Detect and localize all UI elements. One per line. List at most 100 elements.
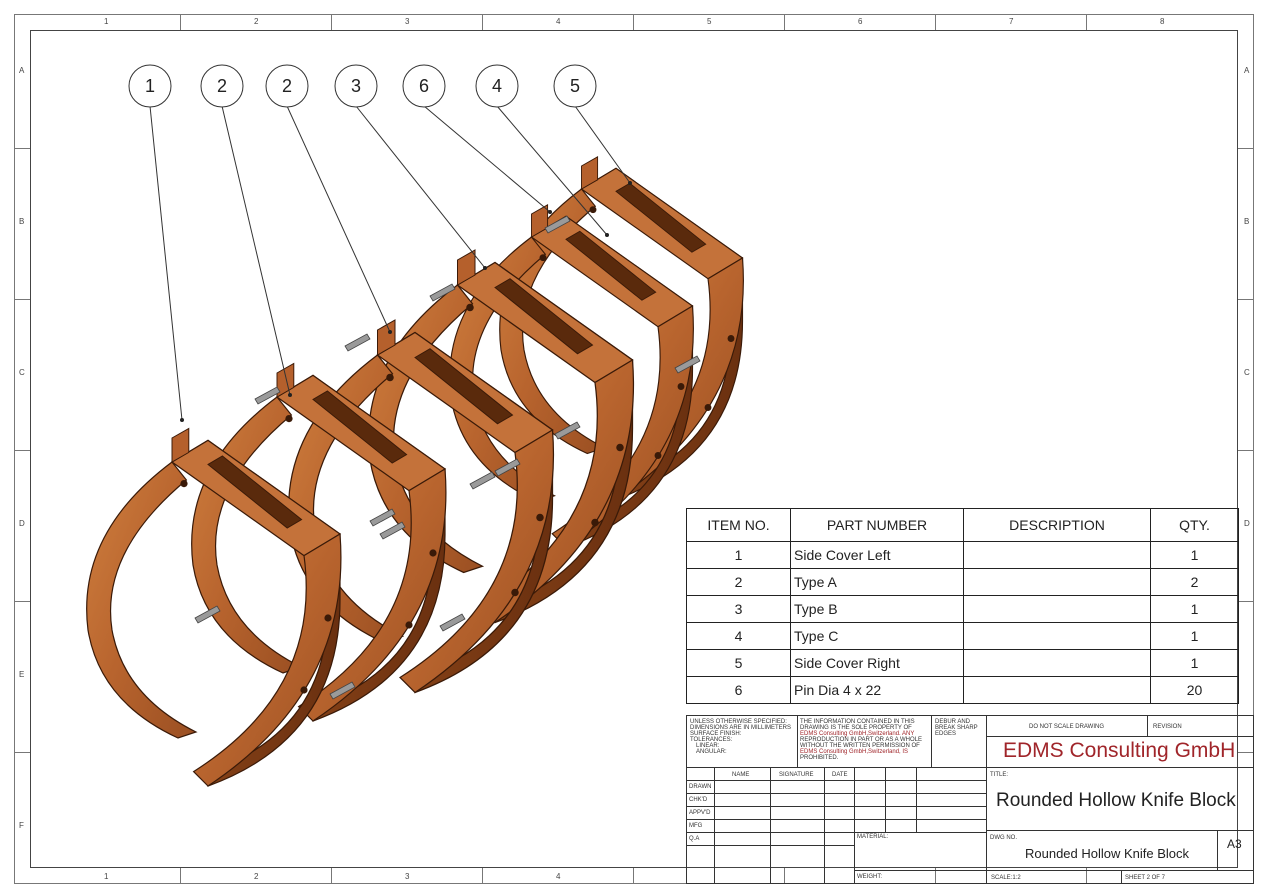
zone-tick: [935, 868, 936, 884]
tb-line: [854, 870, 1254, 871]
part-pin: [344, 333, 371, 352]
zone-tick: [482, 14, 483, 30]
zone-tick: [1086, 868, 1087, 884]
balloon-leader-dot: [388, 330, 392, 334]
tb-line: [986, 736, 1254, 737]
zone-left-B: B: [19, 217, 25, 226]
scale-label: SCALE:1:2: [991, 875, 1021, 881]
zone-tick: [331, 868, 332, 884]
balloon-number: 2: [216, 76, 227, 96]
bom-cell-description: [963, 676, 1151, 704]
tb-line: [686, 780, 986, 781]
row-mfg: MFG: [689, 823, 703, 829]
part-pin: [469, 471, 496, 490]
zone-tick: [784, 14, 785, 30]
company-name: EDMS Consulting GmbH: [1003, 739, 1236, 762]
zone-bottom-2: 2: [254, 872, 259, 881]
zone-top-4: 4: [556, 17, 561, 26]
row-checked: CHK'D: [689, 797, 708, 803]
bom-header-part: PART NUMBER: [790, 508, 964, 542]
zone-tick: [1086, 14, 1087, 30]
bom-cell-item: 1: [686, 541, 791, 569]
balloon-leader-dot: [628, 181, 632, 185]
row-qa: Q.A: [689, 836, 700, 842]
bom-cell-part: Pin Dia 4 x 22: [790, 676, 964, 704]
spec-line: ANGULAR:: [696, 749, 727, 755]
tb-line: [686, 806, 986, 807]
sheet-size: A3: [1227, 837, 1242, 851]
balloon-circle: [265, 64, 309, 108]
tb-line: [986, 830, 1254, 831]
zone-tick: [331, 14, 332, 30]
zone-tick: [1238, 601, 1254, 602]
title-label: TITLE:: [990, 772, 1009, 778]
tb-line: [686, 832, 986, 833]
bom-cell-part: Type A: [790, 568, 964, 596]
col-signature: SIGNATURE: [779, 772, 814, 778]
zone-right-A: A: [1244, 66, 1250, 75]
balloon-leader-dot: [180, 418, 184, 422]
balloon-leader: [496, 105, 608, 236]
row-drawn: DRAWN: [689, 784, 712, 790]
zone-tick: [14, 601, 30, 602]
balloon-leader: [423, 105, 551, 213]
col-name: NAME: [732, 772, 750, 778]
sheet-border-inner: [30, 30, 1238, 868]
notice-line: THE INFORMATION CONTAINED IN THIS: [800, 719, 915, 725]
balloon-leader-dot: [483, 266, 487, 270]
tb-line: [770, 767, 771, 884]
notice-line: REPRODUCTION IN PART OR AS A WHOLE: [800, 737, 923, 743]
zone-right-D: D: [1244, 519, 1250, 528]
bom-cell-part: Side Cover Left: [790, 541, 964, 569]
zone-right-C: C: [1244, 368, 1250, 377]
balloon-circle: [200, 64, 244, 108]
spec-line: LINEAR:: [696, 743, 720, 749]
balloon-circle: [553, 64, 597, 108]
zone-left-C: C: [19, 368, 25, 377]
zone-tick: [14, 752, 30, 753]
do-not-scale: DO NOT SCALE DRAWING: [1029, 724, 1105, 730]
zone-top-1: 1: [104, 17, 109, 26]
tb-line: [885, 767, 886, 832]
bom-cell-item: 2: [686, 568, 791, 596]
zone-top-8: 8: [1160, 17, 1165, 26]
zone-top-7: 7: [1009, 17, 1014, 26]
zone-tick: [1238, 148, 1254, 149]
spec-line: DIMENSIONS ARE IN MILLIMETERS: [690, 725, 792, 731]
balloon-leader: [149, 105, 183, 421]
revision-label: REVISION: [1153, 724, 1182, 730]
zone-left-D: D: [19, 519, 25, 528]
tb-line: [714, 767, 715, 884]
zone-right-B: B: [1244, 217, 1250, 226]
spec-notes: UNLESS OTHERWISE SPECIFIED: DIMENSIONS A…: [690, 719, 791, 755]
row-approved: APPV'D: [689, 810, 711, 816]
zone-tick: [784, 868, 785, 884]
zone-left-F: F: [19, 821, 24, 830]
bom-cell-description: [963, 595, 1151, 623]
balloon-leader-dot: [605, 233, 609, 237]
zone-tick: [482, 868, 483, 884]
zone-tick: [14, 148, 30, 149]
balloon-circle: [334, 64, 378, 108]
part-type-c: [449, 204, 694, 549]
zone-tick: [14, 299, 30, 300]
bom-cell-part: Type B: [790, 595, 964, 623]
bom-cell-description: [963, 541, 1151, 569]
bom-cell-qty: 1: [1150, 649, 1239, 677]
balloon-leader: [286, 105, 391, 333]
notice-line: EDMS Consulting GmbH,Switzerland. ANY: [800, 731, 915, 737]
zone-tick: [633, 868, 634, 884]
zone-tick: [1238, 752, 1254, 753]
tb-line: [931, 715, 932, 767]
material-label: MATERIAL:: [857, 834, 889, 840]
zone-tick: [935, 14, 936, 30]
tb-line: [1121, 870, 1122, 884]
zone-top-3: 3: [405, 17, 410, 26]
spec-line: UNLESS OTHERWISE SPECIFIED:: [690, 719, 787, 725]
balloon-leader: [221, 105, 291, 396]
